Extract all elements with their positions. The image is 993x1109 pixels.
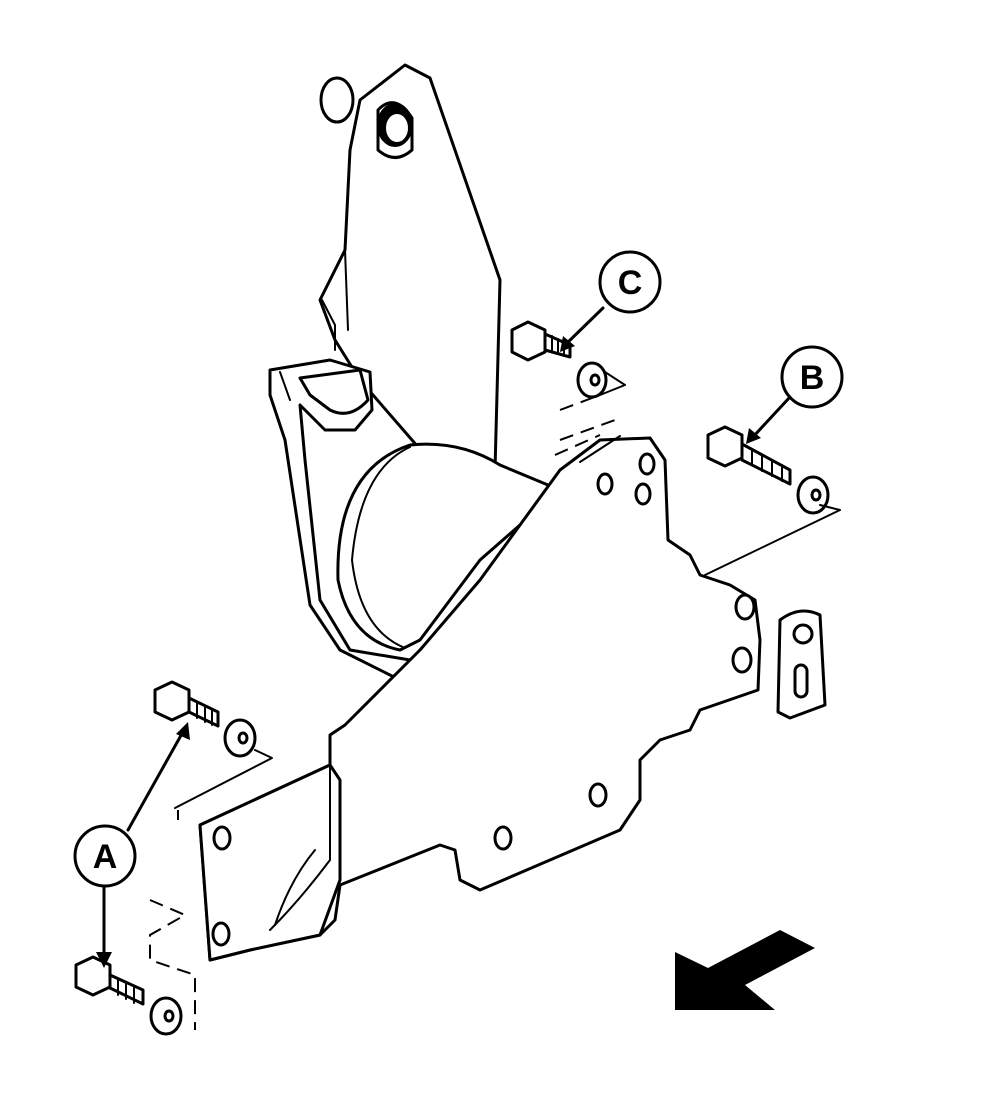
bolt-a-upper [153, 680, 220, 728]
drum-cylinder [336, 442, 562, 652]
washer-c [576, 361, 608, 399]
callout-c-label: C [618, 264, 643, 302]
guide-dashes-c [554, 394, 616, 456]
washer-a-upper [223, 718, 257, 758]
callout-c: C [598, 250, 662, 314]
guide-line-b [704, 504, 841, 576]
yoke-link [268, 358, 412, 682]
bolt-b [706, 425, 792, 486]
callout-leaders [96, 306, 792, 968]
callout-a: A [73, 824, 137, 888]
washer-b [796, 475, 830, 515]
bolt-a-lower [74, 955, 145, 1006]
arrow-icon [675, 930, 815, 1010]
bolt-c [510, 320, 572, 362]
guide-line-c [599, 371, 626, 396]
guide-line-a-upper [174, 749, 273, 809]
washer-a-lower [149, 996, 183, 1036]
mounting-bracket [198, 435, 762, 962]
slotted-clip [776, 609, 827, 720]
callout-b-label: B [800, 359, 825, 397]
callout-a-label: A [93, 838, 118, 876]
guide-dashes-a-lower [149, 899, 196, 1030]
callout-b: B [780, 345, 844, 409]
lever-arm [318, 63, 502, 472]
